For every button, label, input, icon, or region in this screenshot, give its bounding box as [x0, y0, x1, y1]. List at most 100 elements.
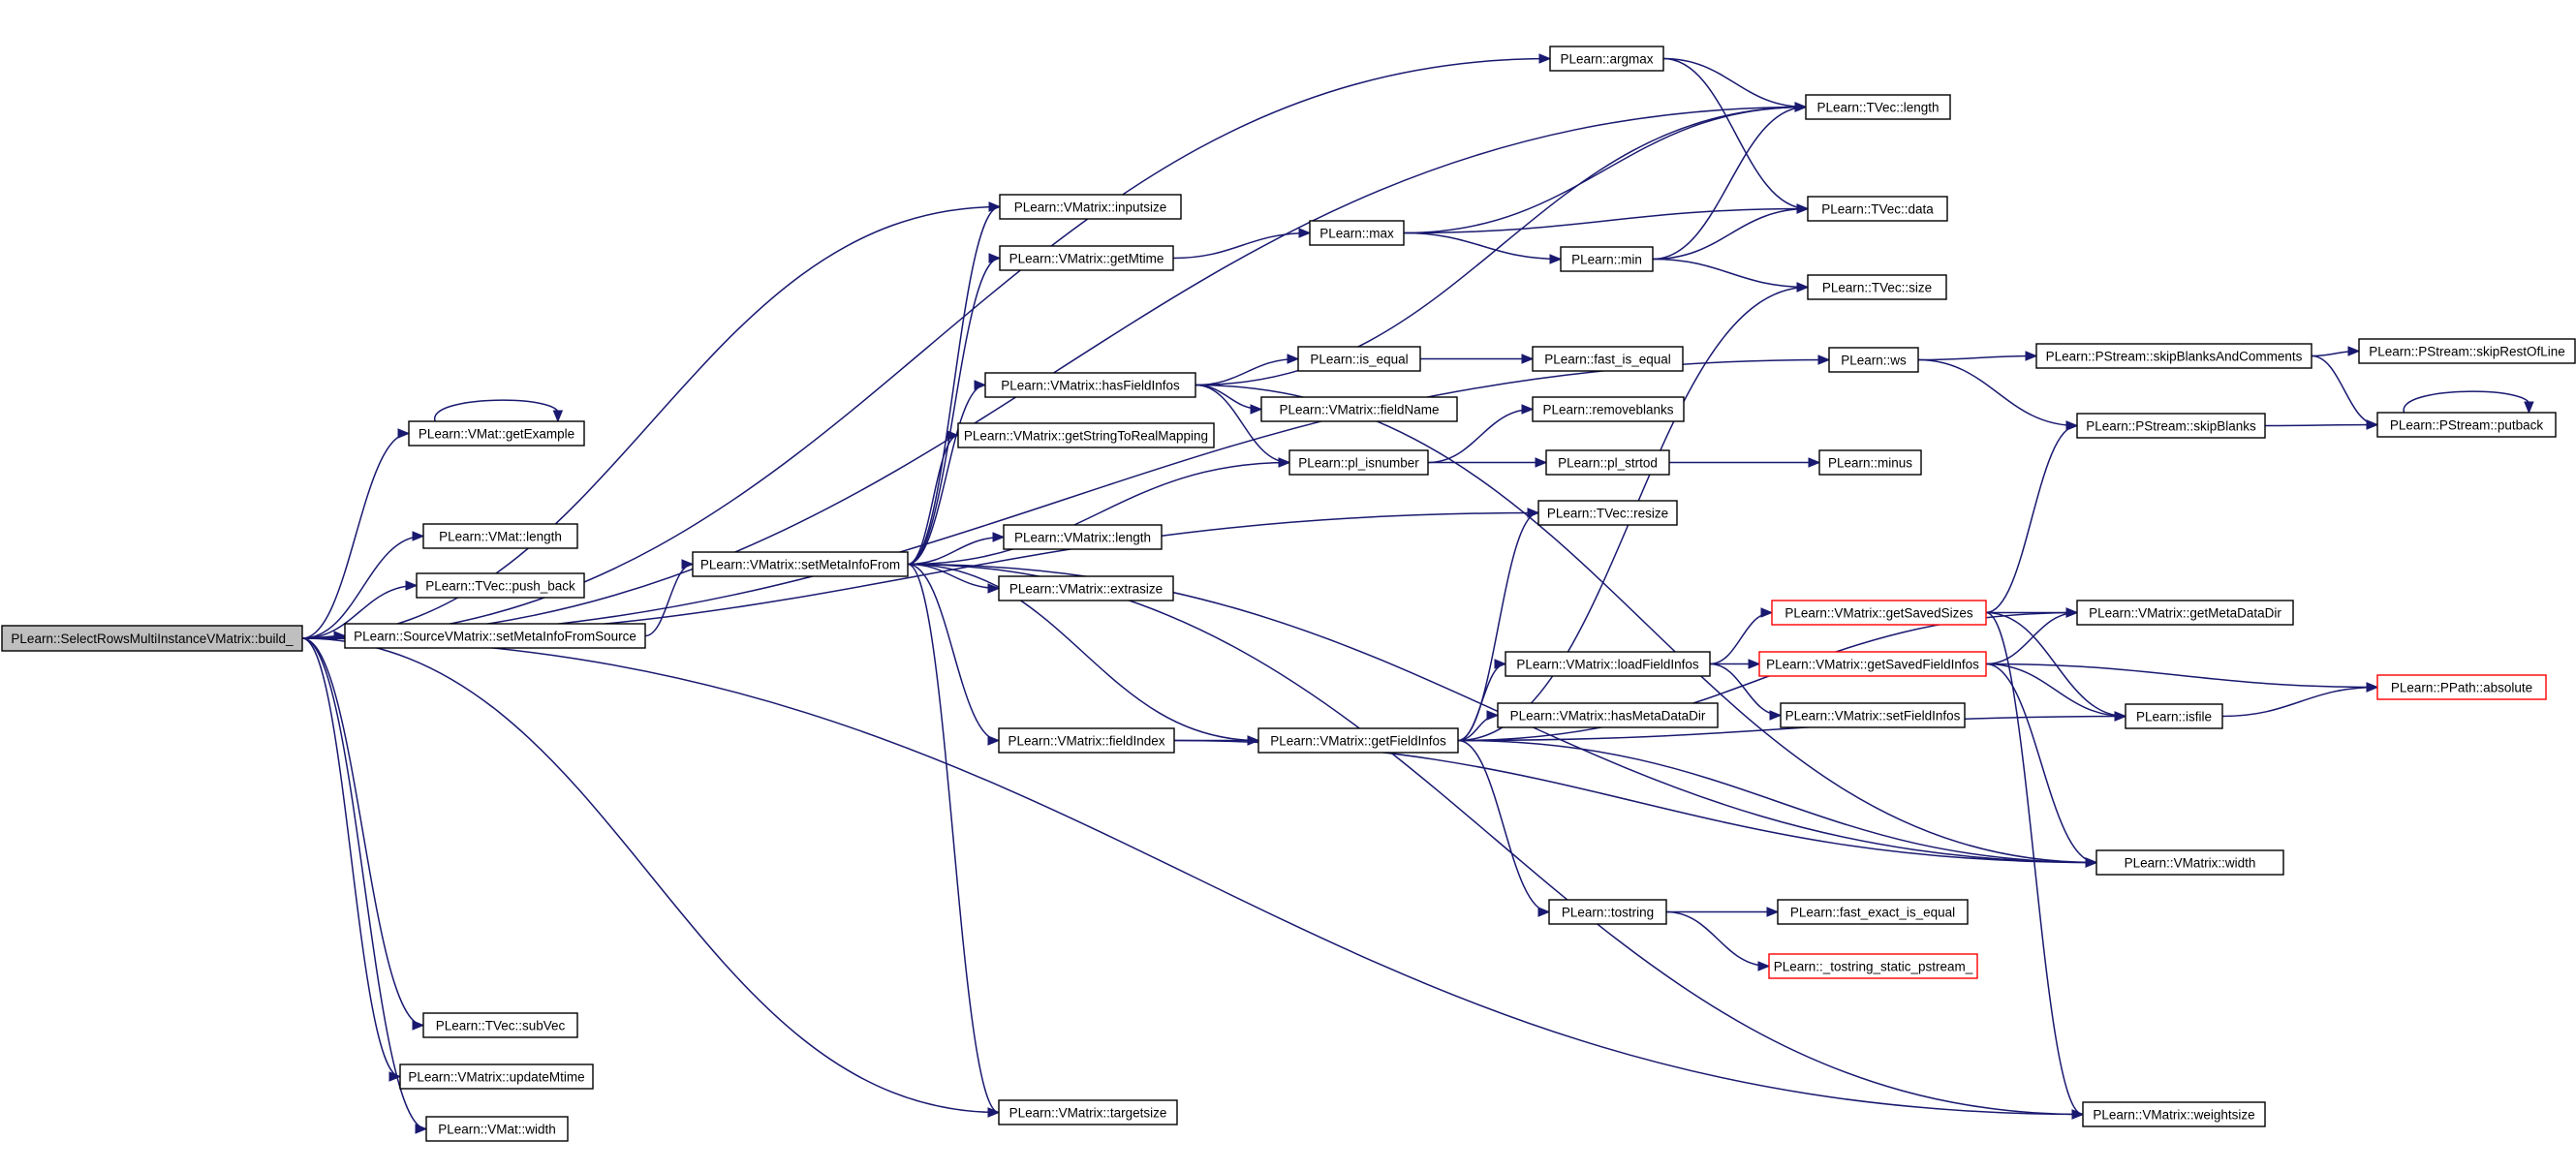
node-box — [1288, 449, 1429, 476]
function-node-pl-strtod[interactable]: PLearn::pl_strtod — [1545, 449, 1670, 476]
edge-arrowhead — [2524, 401, 2534, 415]
function-node-vmx-targetsize[interactable]: PLearn::VMatrix::targetsize — [998, 1099, 1178, 1125]
function-node-vmat-length[interactable]: PLearn::VMat::length — [422, 523, 578, 549]
function-node-tvec-size[interactable]: PLearn::TVec::size — [1807, 274, 1947, 300]
edge-arrowhead — [1298, 228, 1312, 238]
function-node-isfile[interactable]: PLearn::isfile — [2125, 703, 2223, 729]
node-label: PLearn::max — [1319, 227, 1394, 241]
function-node-vmx-updatemtime[interactable]: PLearn::VMatrix::updateMtime — [399, 1063, 594, 1090]
node-label: PLearn::PPath::absolute — [2391, 681, 2532, 695]
function-node-tvec-length[interactable]: PLearn::TVec::length — [1805, 94, 1951, 120]
node-box — [1548, 899, 1667, 925]
function-node-src-setmetainfofromsource[interactable]: PLearn::SourceVMatrix::setMetaInfoFromSo… — [344, 623, 646, 649]
function-node-vmx-getmtime[interactable]: PLearn::VMatrix::getMtime — [999, 245, 1174, 271]
node-box — [1532, 346, 1684, 372]
function-node-fast-is-equal[interactable]: PLearn::fast_is_equal — [1532, 346, 1684, 372]
call-edge — [907, 461, 1290, 566]
function-node-is-equal[interactable]: PLearn::is_equal — [1297, 346, 1421, 372]
function-node-root[interactable]: PLearn::SelectRowsMultiInstanceVMatrix::… — [1, 625, 303, 652]
edge-arrowhead — [1521, 404, 1535, 415]
edge-arrowhead — [1748, 659, 1761, 669]
function-node-vmx-weightsize[interactable]: PLearn::VMatrix::weightsize — [2082, 1101, 2266, 1127]
call-edge — [301, 637, 401, 1078]
node-label: PLearn::VMatrix::setFieldInfos — [1785, 709, 1961, 724]
function-node-vmx-hasmetadatadir[interactable]: PLearn::VMatrix::hasMetaDataDir — [1497, 702, 1719, 728]
function-node-vmx-hasfieldinfos[interactable]: PLearn::VMatrix::hasFieldInfos — [984, 372, 1196, 398]
call-edge — [1985, 611, 2084, 1116]
edge-arrowhead — [1808, 457, 1821, 468]
call-edge — [907, 563, 1000, 1114]
function-node-pl-isnumber[interactable]: PLearn::pl_isnumber — [1288, 449, 1429, 476]
edge-arrowhead — [1757, 961, 1771, 971]
function-node-tostring-static-pstream[interactable]: PLearn::_tostring_static_pstream_ — [1768, 953, 1978, 979]
call-edge — [301, 358, 1830, 639]
function-node-vmx-setmetainfofrom[interactable]: PLearn::VMatrix::setMetaInfoFrom — [692, 551, 909, 577]
function-node-vmx-loadfieldinfos[interactable]: PLearn::VMatrix::loadFieldInfos — [1505, 651, 1711, 677]
node-label: PLearn::is_equal — [1310, 353, 1408, 367]
function-node-tvec-resize[interactable]: PLearn::TVec::resize — [1537, 500, 1678, 526]
function-node-vmx-extrasize[interactable]: PLearn::VMatrix::extrasize — [998, 575, 1174, 601]
function-node-vmx-getstringtorealmapping[interactable]: PLearn::VMatrix::getStringToRealMapping — [957, 422, 1215, 448]
function-node-tostring[interactable]: PLearn::tostring — [1548, 899, 1667, 925]
node-box — [2376, 412, 2557, 438]
call-edge — [301, 205, 1001, 639]
node-label: PLearn::tostring — [1562, 906, 1654, 920]
call-edge — [301, 637, 427, 1130]
function-node-argmax[interactable]: PLearn::argmax — [1549, 46, 1664, 72]
call-edge — [1403, 207, 1809, 234]
call-edge — [1652, 207, 1809, 261]
function-node-tvec-push-back[interactable]: PLearn::TVec::push_back — [416, 572, 585, 599]
function-node-minus[interactable]: PLearn::minus — [1818, 449, 1922, 476]
node-label: PLearn::SourceVMatrix::setMetaInfoFromSo… — [354, 630, 636, 644]
node-label: PLearn::_tostring_static_pstream_ — [1774, 960, 1973, 974]
node-label: PLearn::VMatrix::hasMetaDataDir — [1510, 709, 1706, 724]
call-edge — [1917, 354, 2037, 361]
function-node-vmx-getsavedsizes[interactable]: PLearn::VMatrix::getSavedSizes — [1771, 600, 1987, 626]
function-node-ps-skipblanks[interactable]: PLearn::PStream::skipBlanks — [2076, 413, 2266, 439]
function-node-tvec-subvec[interactable]: PLearn::TVec::subVec — [422, 1012, 578, 1038]
node-label: PLearn::TVec::push_back — [425, 579, 575, 594]
function-node-vmx-setfieldinfos[interactable]: PLearn::VMatrix::setFieldInfos — [1780, 702, 1966, 728]
function-node-vmx-getsavedfieldinfos[interactable]: PLearn::VMatrix::getSavedFieldInfos — [1758, 651, 1987, 677]
function-node-vmx-inputsize[interactable]: PLearn::VMatrix::inputsize — [999, 194, 1182, 220]
node-box — [984, 372, 1196, 398]
node-label: PLearn::VMatrix::hasFieldInfos — [1001, 379, 1180, 393]
function-node-vmx-fieldname[interactable]: PLearn::VMatrix::fieldName — [1260, 396, 1458, 422]
node-label: PLearn::pl_isnumber — [1298, 456, 1419, 471]
node-layer: PLearn::SelectRowsMultiInstanceVMatrix::… — [1, 46, 2576, 1142]
function-node-ps-skipblanksandcomments[interactable]: PLearn::PStream::skipBlanksAndComments — [2035, 343, 2312, 369]
node-box — [2358, 338, 2576, 364]
node-box — [408, 420, 585, 447]
function-node-vmat-getexample[interactable]: PLearn::VMat::getExample — [408, 420, 585, 447]
edge-arrowhead — [1486, 710, 1500, 721]
function-node-vmat-width[interactable]: PLearn::VMat::width — [425, 1116, 569, 1142]
function-node-ps-putback[interactable]: PLearn::PStream::putback — [2376, 412, 2557, 438]
function-node-removeblanks[interactable]: PLearn::removeblanks — [1532, 396, 1685, 422]
node-label: PLearn::fast_is_equal — [1544, 353, 1671, 367]
function-node-min[interactable]: PLearn::min — [1560, 246, 1654, 272]
node-box — [1780, 702, 1966, 728]
call-edge — [1662, 57, 1807, 108]
call-edge — [1985, 611, 2126, 718]
node-box — [2082, 1101, 2266, 1127]
function-node-max[interactable]: PLearn::max — [1309, 220, 1405, 246]
node-label: PLearn::TVec::size — [1822, 281, 1932, 295]
function-node-tvec-data[interactable]: PLearn::TVec::data — [1807, 196, 1948, 222]
function-node-vmx-getmetadatadir[interactable]: PLearn::VMatrix::getMetaDataDir — [2076, 600, 2294, 626]
node-box — [2076, 600, 2294, 626]
node-box — [998, 575, 1174, 601]
function-node-vmx-fieldindex[interactable]: PLearn::VMatrix::fieldIndex — [998, 727, 1175, 754]
function-node-vmx-length[interactable]: PLearn::VMatrix::length — [1003, 524, 1163, 550]
function-node-vmx-getfieldinfos[interactable]: PLearn::VMatrix::getFieldInfos — [1257, 727, 1459, 754]
function-node-ppath-absolute[interactable]: PLearn::PPath::absolute — [2376, 674, 2547, 700]
edge-arrowhead — [1521, 354, 1535, 364]
call-edge — [301, 535, 424, 639]
function-node-fast-exact-is-equal[interactable]: PLearn::fast_exact_is_equal — [1777, 899, 1969, 925]
node-box — [1828, 347, 1919, 373]
function-node-ps-skiprestofline[interactable]: PLearn::PStream::skipRestOfLine — [2358, 338, 2576, 364]
function-node-ws[interactable]: PLearn::ws — [1828, 347, 1919, 373]
call-edge — [907, 563, 1000, 742]
edge-arrowhead — [405, 580, 419, 591]
function-node-vmx-width[interactable]: PLearn::VMatrix::width — [2095, 849, 2284, 876]
